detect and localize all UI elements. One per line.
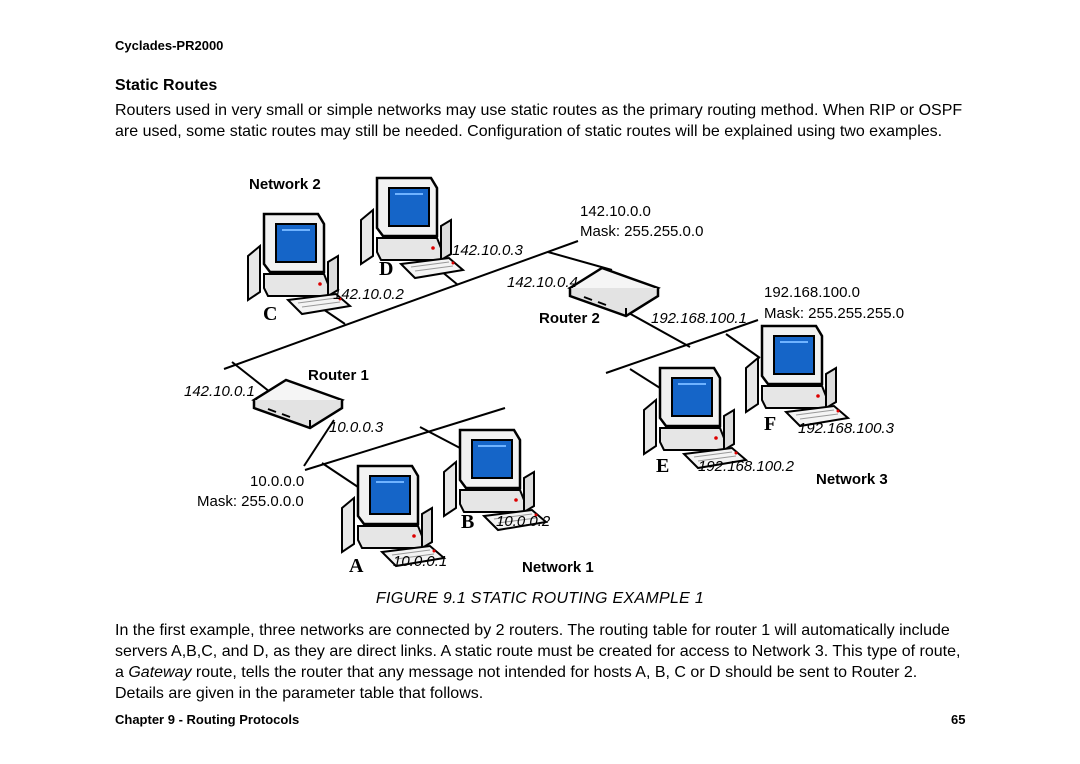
net10-mask: Mask: 255.0.0.0: [197, 493, 304, 510]
host-a-letter: A: [349, 555, 364, 577]
body-text-start: In the first example, three networks are…: [115, 622, 961, 681]
intro-paragraph: Routers used in very small or simple net…: [115, 102, 963, 140]
router1-label: Router 1: [308, 367, 369, 384]
running-header: Cyclades-PR2000: [115, 38, 224, 53]
network-diagram: Network 2 Network 1 Network 3 Router 1 R…: [184, 176, 904, 577]
host-e-letter: E: [656, 455, 669, 477]
router2-net3-ip: 192.168.100.1: [651, 310, 747, 327]
footer-chapter: Chapter 9 - Routing Protocols: [115, 712, 300, 727]
network2-label: Network 2: [249, 176, 321, 193]
net192-address: 192.168.100.0: [764, 284, 860, 301]
host-d-ip: 142.10.0.3: [452, 242, 524, 259]
network3-label: Network 3: [816, 471, 888, 488]
host-f-computer: [744, 324, 850, 428]
net142-mask: Mask: 255.255.0.0: [580, 223, 703, 240]
host-c-ip: 142.10.0.2: [333, 286, 405, 303]
host-f-ip: 192.168.100.3: [798, 420, 895, 437]
net142-address: 142.10.0.0: [580, 203, 651, 220]
network1-backbone: [304, 407, 506, 471]
host-c-letter: C: [263, 303, 277, 325]
section-title: Static Routes: [115, 77, 218, 94]
net192-mask: Mask: 255.255.255.0: [764, 305, 904, 322]
host-b-ip: 10.0.0.2: [496, 513, 551, 530]
body-text-emphasis: Gateway: [128, 664, 192, 681]
router2-label: Router 2: [539, 310, 600, 327]
host-a-ip: 10.0.0.1: [393, 553, 447, 570]
figure-caption: FIGURE 9.1 STATIC ROUTING EXAMPLE 1: [375, 590, 705, 607]
host-b-letter: B: [461, 511, 474, 533]
host-a-computer: [340, 464, 446, 568]
host-e-computer: [642, 366, 748, 470]
net10-address: 10.0.0.0: [250, 473, 304, 490]
router2-device: [568, 266, 660, 318]
network3-backbone: [605, 319, 759, 374]
host-d-letter: D: [379, 258, 393, 280]
body-paragraph: In the first example, three networks are…: [115, 620, 970, 704]
router2-net2-ip: 142.10.0.4: [507, 274, 578, 291]
page-number: 65: [951, 712, 966, 727]
router1-net1-ip: 10.0.0.3: [329, 419, 384, 436]
body-text-end: route, tells the router that any message…: [115, 664, 918, 702]
network1-label: Network 1: [522, 559, 594, 576]
network2-backbone: [223, 240, 579, 370]
host-d-computer: [359, 176, 465, 280]
host-f-letter: F: [764, 413, 776, 435]
router1-net2-ip: 142.10.0.1: [184, 383, 255, 400]
host-e-ip: 192.168.100.2: [698, 458, 795, 475]
